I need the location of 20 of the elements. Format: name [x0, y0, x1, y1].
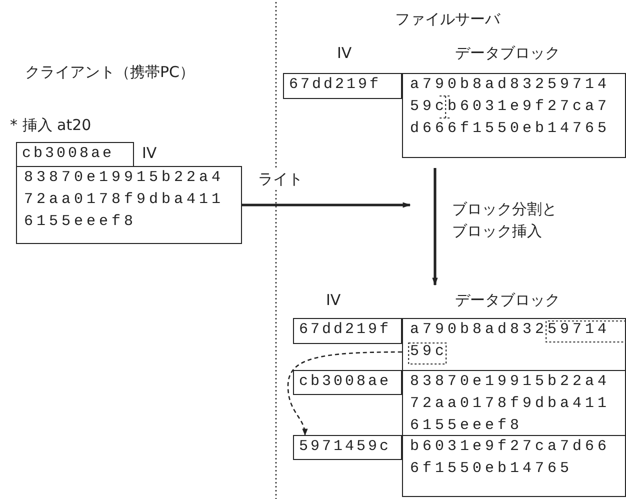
- arrow: [242, 202, 411, 208]
- iv-box: 5971459c: [293, 435, 402, 460]
- data-block-box: a790b8ad83259714 59cb6031e9f27ca7 d666f1550eb14765: [402, 73, 626, 158]
- arrow: [432, 168, 438, 286]
- column-label: IV: [142, 144, 157, 162]
- column-label: データブロック: [455, 44, 560, 63]
- arrow: [287, 351, 402, 436]
- iv-box: 67dd219f: [293, 318, 402, 344]
- column-label: IV: [337, 44, 352, 62]
- iv-box: 67dd219f: [283, 73, 402, 99]
- data-block-box: b6031e9f27ca7d66 6f1550eb14765: [402, 435, 626, 497]
- column-label: IV: [326, 291, 341, 309]
- column-label: データブロック: [455, 291, 560, 310]
- data-block-box: 83870e19915b22a4 72aa0178f9dba411 6155eeef8: [16, 166, 242, 244]
- section-heading: クライアント（携帯PC）: [25, 63, 195, 82]
- section-heading: ファイルサーバ: [395, 10, 500, 29]
- iv-box: cb3008ae: [16, 142, 134, 167]
- data-block-box: a790b8ad83259714 59c: [402, 318, 626, 371]
- iv-box: cb3008ae: [293, 370, 402, 395]
- note-text: * 挿入 at20: [10, 116, 92, 135]
